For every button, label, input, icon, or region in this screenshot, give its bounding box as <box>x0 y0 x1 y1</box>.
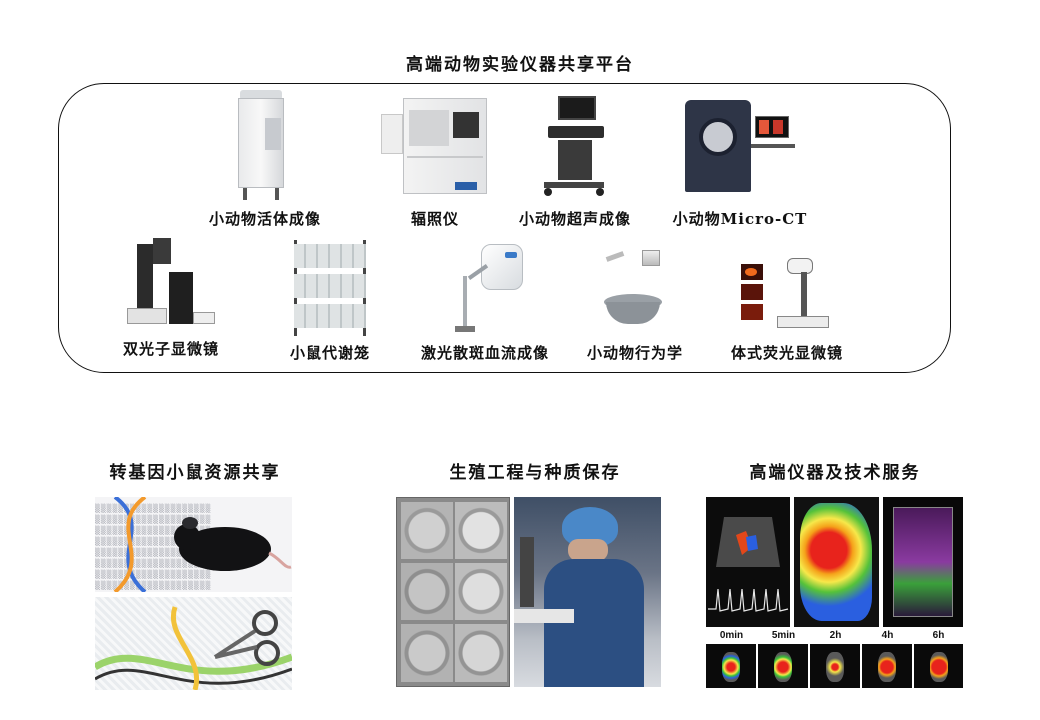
instrument-stereo-fluorescence[interactable]: 体式荧光显微镜 <box>712 244 862 363</box>
section-title-reproduction: 生殖工程与种质保存 <box>449 463 621 483</box>
embryo-cell-5 <box>401 624 453 682</box>
label-ivis: 小动物活体成像 <box>208 210 321 228</box>
ultrasound-echo-panel <box>706 497 790 627</box>
instrument-irradiator[interactable]: 辐照仪 <box>375 96 495 229</box>
heatmap-blob <box>800 503 872 621</box>
section-title-services: 高端仪器及技术服务 <box>749 463 921 483</box>
dna-helix-icon <box>113 497 292 592</box>
instrument-ultrasound[interactable]: 小动物超声成像 <box>500 96 650 229</box>
two-photon-volume-panel <box>883 497 963 627</box>
embryo-cell-4 <box>455 563 507 620</box>
embryo-cell-2 <box>455 502 507 559</box>
stereo-fluorescence-image <box>741 244 833 336</box>
timepoint-label-3: 4h <box>881 630 894 641</box>
embryo-cell-6 <box>455 624 507 682</box>
label-stereo-fluorescence: 体式荧光显微镜 <box>730 344 843 362</box>
metabolic-cage-image <box>292 240 368 336</box>
label-irradiator: 辐照仪 <box>410 210 459 228</box>
lab-gown <box>544 559 644 687</box>
label-ultrasound: 小动物超声成像 <box>518 210 631 228</box>
timepoint-label-1: 5min <box>771 630 796 641</box>
echo-waveform-icon <box>708 517 789 612</box>
transgenic-mouse-panel: ▒▒▒▒▒▒▒▒▒▒▒▒▒▒▒▒▒▒▒▒▒▒▒▒▒▒▒▒▒▒▒▒▒▒▒▒▒▒▒▒… <box>95 497 292 592</box>
ultrasound-image <box>540 96 610 202</box>
two-photon-image <box>123 238 219 332</box>
instrument-micro-ct[interactable]: 小动物Micro-CT <box>660 96 820 229</box>
instrument-laser-speckle[interactable]: 激光散斑血流成像 <box>405 240 565 363</box>
instrument-ivis[interactable]: 小动物活体成像 <box>190 90 340 229</box>
speckle-heatmap-panel <box>794 497 879 627</box>
gene-editing-panel <box>95 597 292 690</box>
irradiator-image <box>381 96 489 202</box>
vascular-volume <box>893 507 953 617</box>
label-metabolic-cage: 小鼠代谢笼 <box>289 344 370 362</box>
lab-technician-panel <box>514 497 661 687</box>
label-laser-speckle: 激光散斑血流成像 <box>420 344 549 362</box>
timepoint-label-4: 6h <box>932 630 945 641</box>
instrument-behavior[interactable]: 小动物行为学 <box>570 244 700 363</box>
embryo-grid-panel <box>396 497 510 687</box>
behavior-image <box>600 244 670 336</box>
label-behavior: 小动物行为学 <box>586 344 683 362</box>
embryo-cell-3 <box>401 563 453 620</box>
ivis-imager-image <box>235 90 295 202</box>
timepoint-image-2 <box>810 644 860 688</box>
timepoint-image-0 <box>706 644 756 688</box>
laser-speckle-image <box>445 240 525 336</box>
timepoint-label-2: 2h <box>829 630 842 641</box>
section-title-transgenic: 转基因小鼠资源共享 <box>109 463 281 483</box>
instrument-two-photon[interactable]: 双光子显微镜 <box>106 238 236 359</box>
scissors-dna-icon <box>95 606 292 690</box>
label-micro-ct: 小动物Micro-CT <box>672 210 808 228</box>
platform-title: 高端动物实验仪器共享平台 <box>406 55 634 75</box>
timepoint-image-3 <box>862 644 912 688</box>
instrument-metabolic-cage[interactable]: 小鼠代谢笼 <box>270 240 390 363</box>
bioluminescence-timecourse-panel: 0min 5min 2h 4h 6h <box>706 630 963 688</box>
micro-ct-image <box>685 96 795 202</box>
dna-sequence-texture: ▒▒▒▒▒▒▒▒▒▒▒▒▒▒▒▒▒▒▒▒▒▒▒▒▒▒▒▒▒▒▒▒▒▒▒▒▒▒▒▒… <box>95 504 212 590</box>
timepoint-image-4 <box>914 644 963 688</box>
label-two-photon: 双光子显微镜 <box>122 340 219 358</box>
timepoint-label-0: 0min <box>719 630 744 641</box>
embryo-cell-1 <box>401 502 453 559</box>
timepoint-image-1 <box>758 644 808 688</box>
